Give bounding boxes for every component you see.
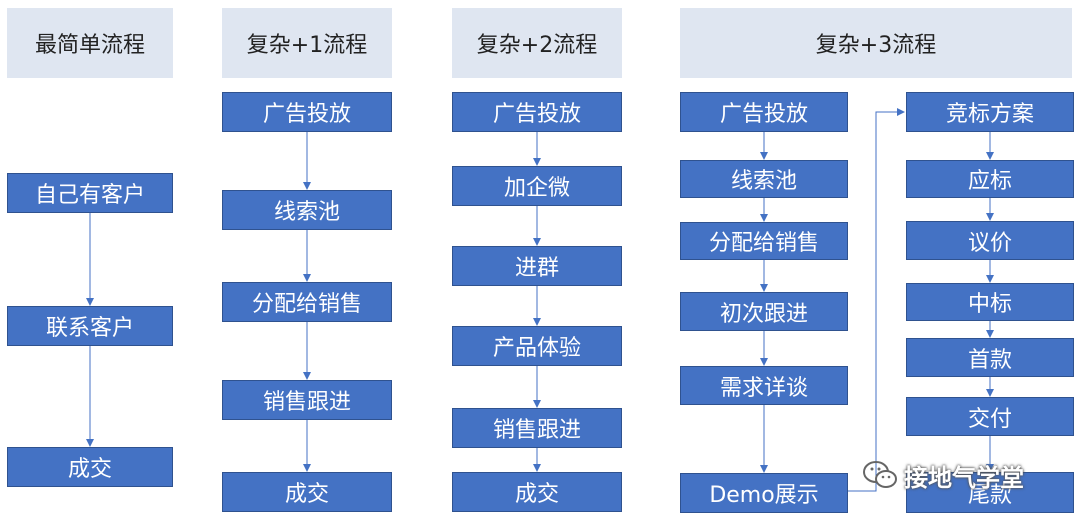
watermark: 接地气学堂 bbox=[862, 455, 1024, 495]
header-complex-1-flow: 复杂+1流程 bbox=[222, 8, 392, 78]
step-ad-placement: 广告投放 bbox=[452, 92, 622, 132]
step-product-trial: 产品体验 bbox=[452, 326, 622, 366]
step-bid-proposal: 竞标方案 bbox=[906, 92, 1074, 132]
step-ad-placement: 广告投放 bbox=[222, 92, 392, 132]
step-contact-customer: 联系客户 bbox=[7, 306, 173, 346]
step-price-negotiation: 议价 bbox=[906, 221, 1074, 260]
step-deal-closed: 成交 bbox=[7, 447, 173, 487]
step-lead-pool: 线索池 bbox=[222, 190, 392, 230]
header-complex-3-flow: 复杂+3流程 bbox=[680, 8, 1072, 78]
step-lead-pool: 线索池 bbox=[680, 160, 848, 198]
step-assign-to-sales: 分配给销售 bbox=[680, 222, 848, 260]
wechat-icon bbox=[863, 461, 897, 488]
step-respond-bid: 应标 bbox=[906, 160, 1074, 198]
step-initial-follow-up: 初次跟进 bbox=[680, 292, 848, 331]
step-delivery: 交付 bbox=[906, 397, 1074, 436]
header-simplest-flow: 最简单流程 bbox=[7, 8, 173, 78]
step-final-payment: 尾款 bbox=[906, 472, 1074, 513]
step-join-group: 进群 bbox=[452, 246, 622, 286]
header-complex-2-flow: 复杂+2流程 bbox=[452, 8, 622, 78]
step-demo-presentation: Demo展示 bbox=[680, 473, 848, 513]
step-sales-follow-up: 销售跟进 bbox=[452, 408, 622, 448]
watermark-text: 接地气学堂 bbox=[904, 463, 1024, 492]
step-first-payment: 首款 bbox=[906, 338, 1074, 377]
step-bid-won: 中标 bbox=[906, 283, 1074, 321]
step-requirements-discussion: 需求详谈 bbox=[680, 366, 848, 405]
step-sales-follow-up: 销售跟进 bbox=[222, 380, 392, 420]
step-deal-closed: 成交 bbox=[452, 472, 622, 512]
step-own-customer: 自己有客户 bbox=[7, 173, 173, 213]
step-add-wecom: 加企微 bbox=[452, 166, 622, 206]
step-assign-to-sales: 分配给销售 bbox=[222, 282, 392, 322]
step-deal-closed: 成交 bbox=[222, 472, 392, 512]
step-ad-placement: 广告投放 bbox=[680, 92, 848, 132]
